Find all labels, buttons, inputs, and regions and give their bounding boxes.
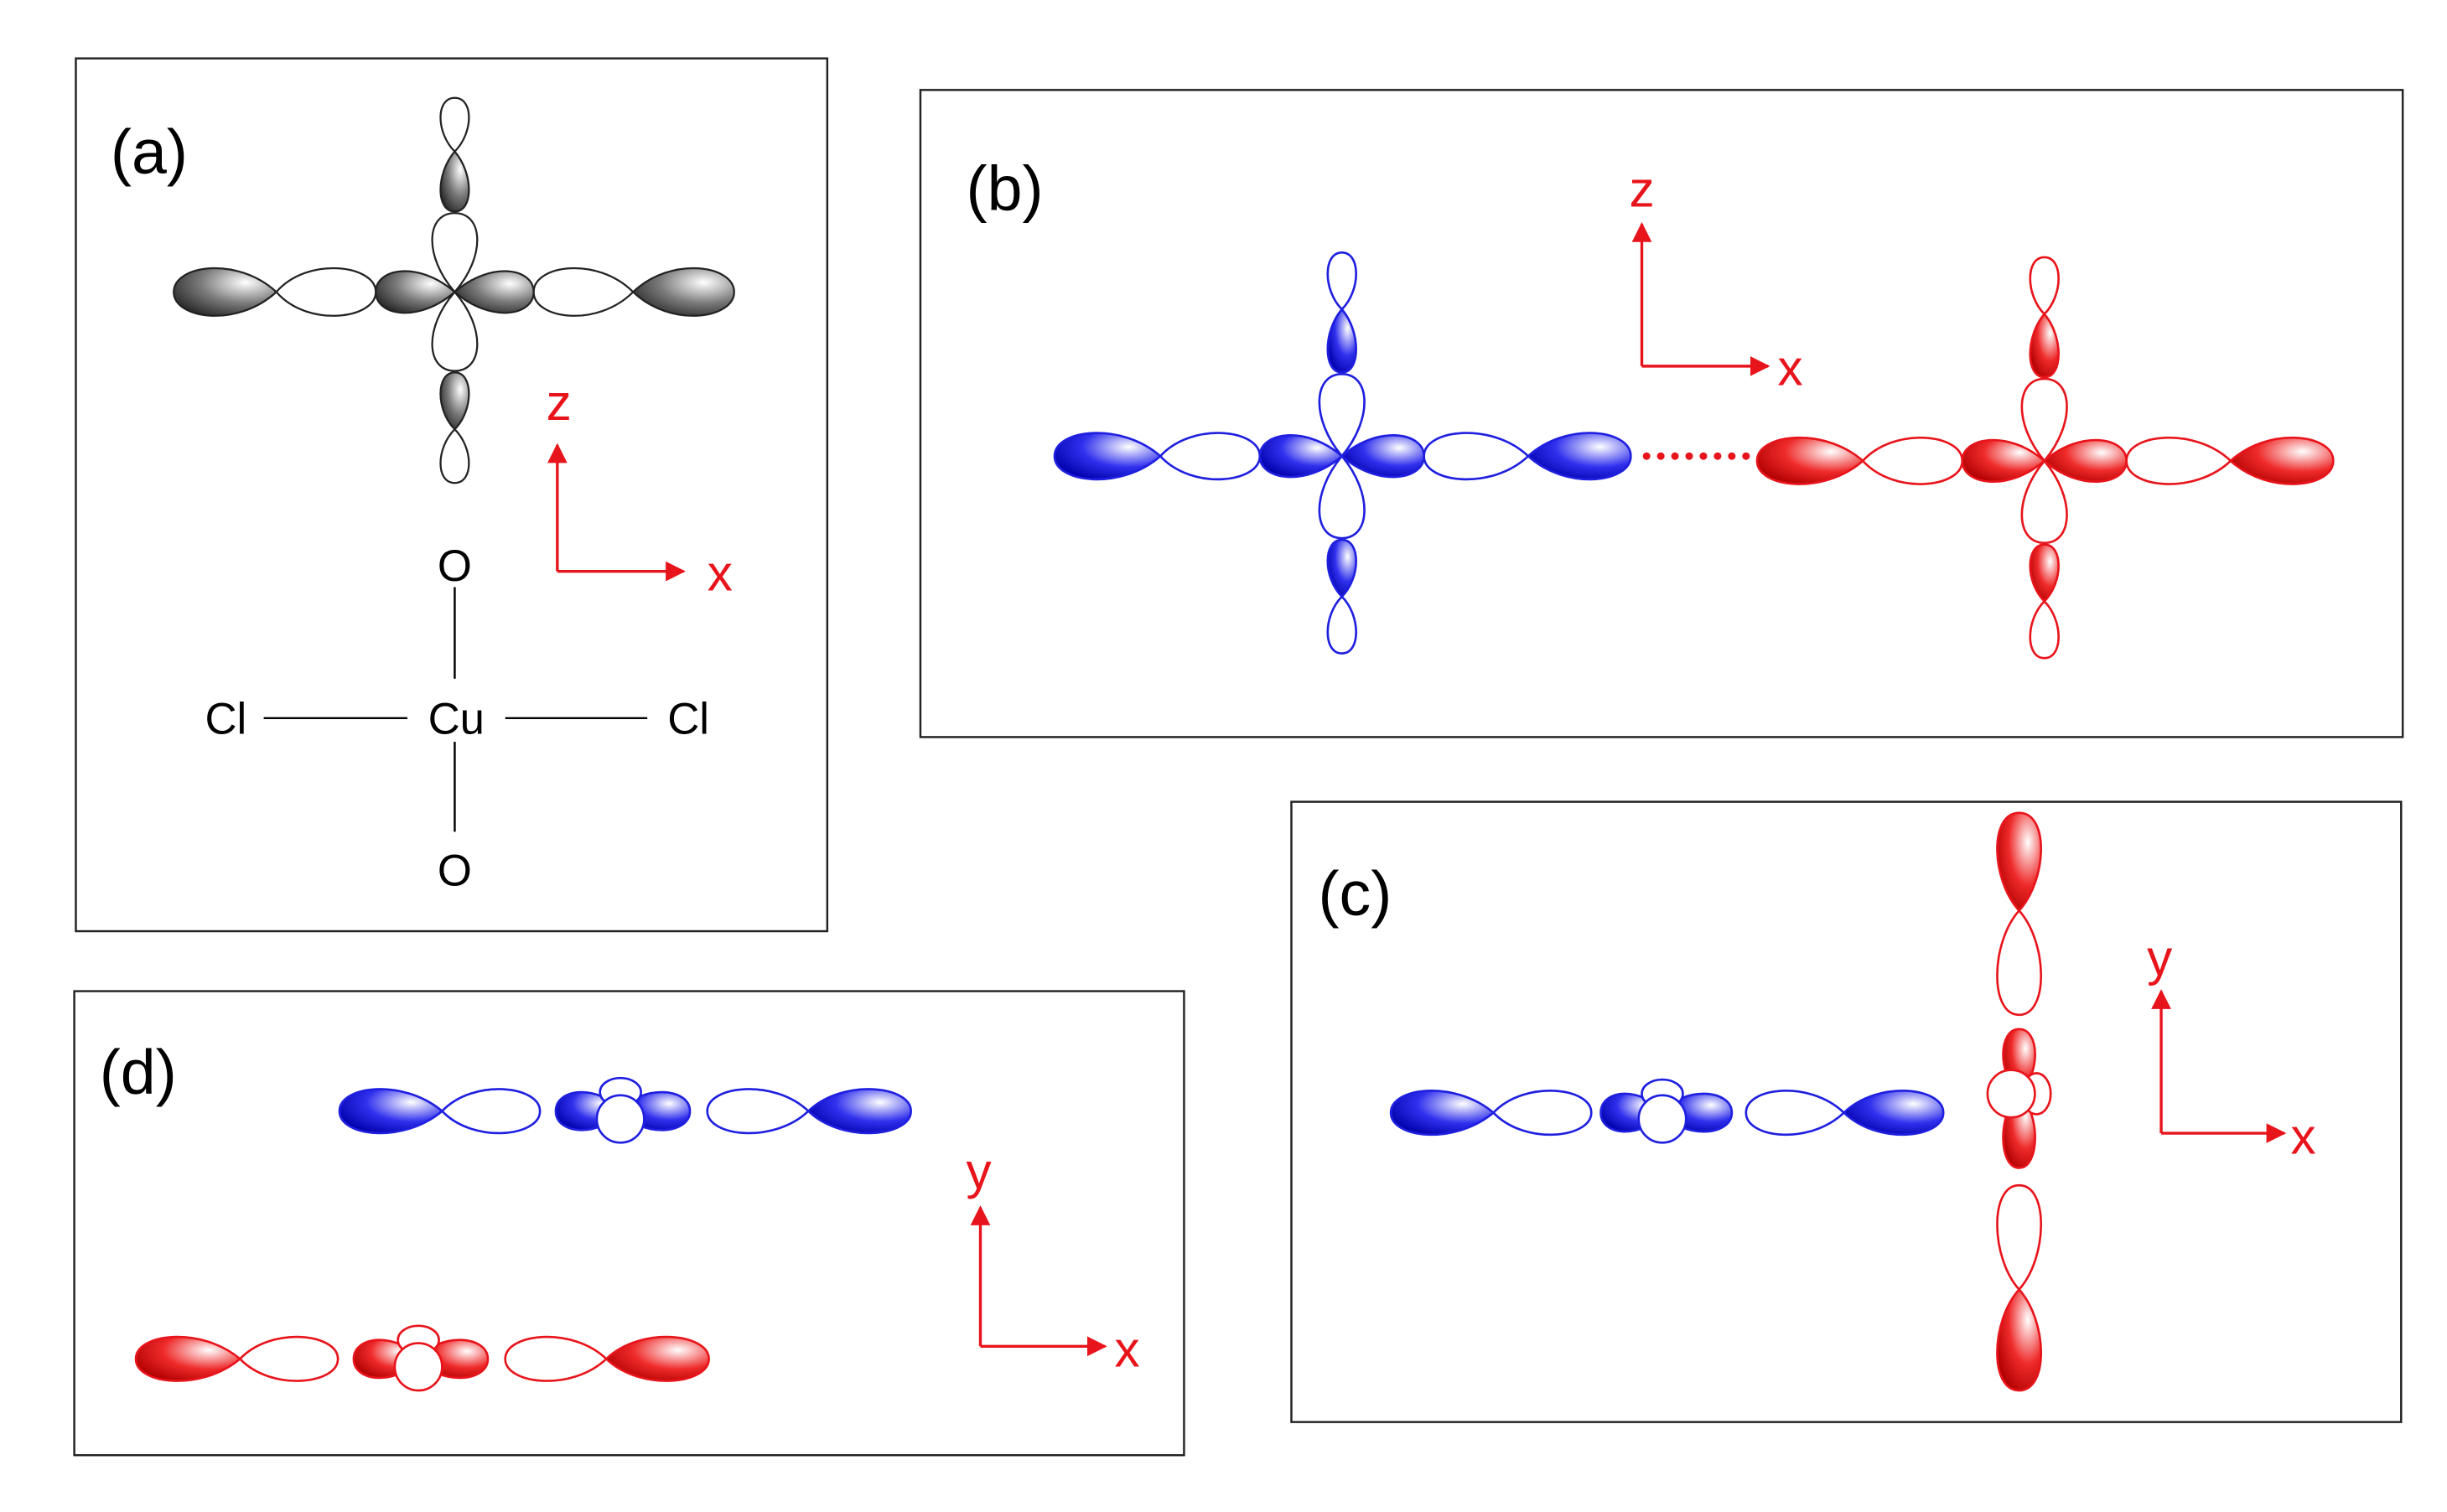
- panel-a-orbital-gray: [173, 96, 735, 484]
- panel-a-axis-z-label: z: [547, 374, 572, 431]
- panel-a-bonds: [263, 587, 648, 832]
- panel-c-axis-x-label: x: [2290, 1108, 2315, 1165]
- panel-a-frame: [75, 57, 829, 933]
- atom-o-bottom: O: [438, 846, 472, 895]
- panel-d-axis-x-label: x: [1115, 1321, 1140, 1378]
- atom-cl-left: Cl: [205, 695, 246, 744]
- panel-c-frame: [1290, 800, 2403, 1423]
- panel-d-orbital-red: [134, 1324, 710, 1392]
- panel-d-label: (d): [100, 1037, 177, 1107]
- panel-b-orbital-blue: [1053, 251, 1632, 655]
- panel-d-orbital-blue: [338, 1076, 912, 1144]
- panel-c-orbital-red: [1986, 811, 2052, 1392]
- panel-b-axis-z-label: z: [1629, 161, 1654, 218]
- panel-a-label: (a): [111, 117, 188, 187]
- panel-c-axes: [2151, 989, 2287, 1143]
- panel-b-dotted-link: [1642, 452, 1750, 460]
- panel-d-axes: [970, 1205, 1107, 1357]
- panel-b-orbital-red: [1755, 256, 2335, 660]
- panel-b-axis-x-label: x: [1777, 339, 1802, 396]
- atom-cu-center: Cu: [428, 695, 485, 744]
- panel-b-frame: [919, 89, 2404, 738]
- atom-cl-right: Cl: [667, 695, 709, 744]
- panel-a-axes: [547, 443, 686, 582]
- panel-a-axis-x-label: x: [708, 544, 733, 601]
- atom-o-top: O: [438, 541, 472, 591]
- panel-b-label: (b): [967, 153, 1044, 223]
- panel-b-axes: [1631, 222, 1770, 376]
- panel-d-frame: [73, 990, 1185, 1457]
- panel-c-orbital-blue: [1389, 1078, 1945, 1144]
- panel-c-axis-y-label: y: [2147, 929, 2172, 986]
- panel-d-axis-y-label: y: [967, 1142, 992, 1199]
- panel-c-label: (c): [1318, 858, 1392, 929]
